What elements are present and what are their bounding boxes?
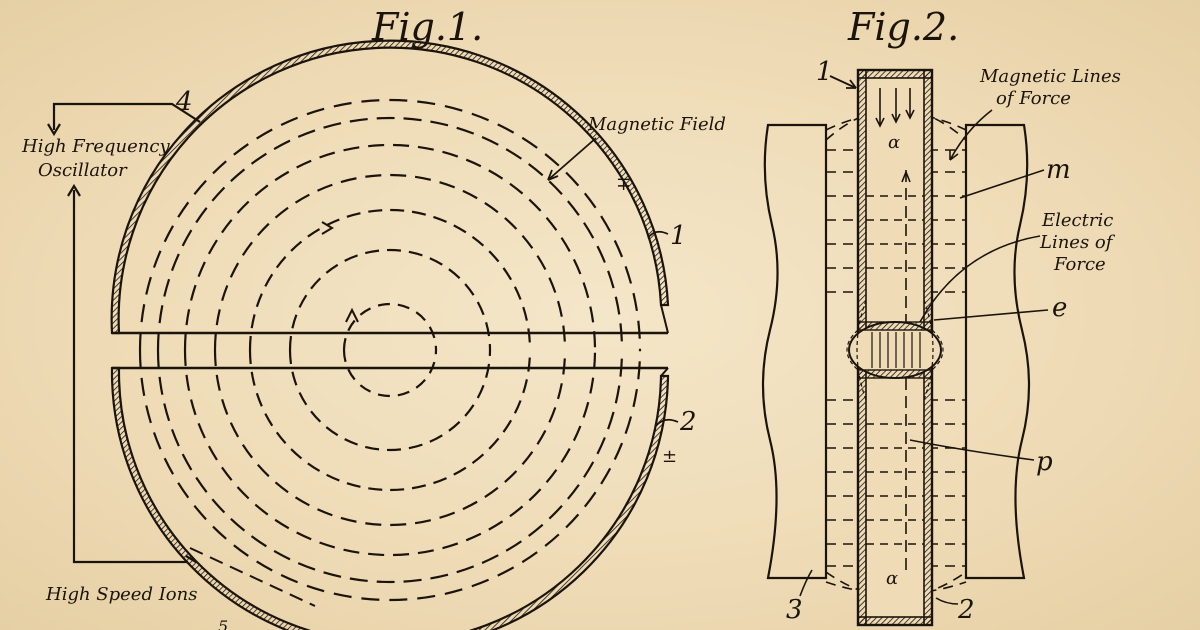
fig2-ref-3: 3 [786, 595, 803, 625]
ref-p-leader [909, 439, 1035, 461]
alpha-bottom: α [886, 568, 898, 589]
orbit-arrow-outer [321, 221, 334, 235]
ref-m-leader [959, 169, 1045, 199]
figure-1: Fig.1. [21, 5, 726, 630]
ref-4: 4 [175, 87, 193, 117]
fig2-ref-2-leader [935, 597, 959, 605]
ref-1: 1 [670, 221, 687, 251]
fig2-ref-1: 1 [816, 57, 833, 87]
magnetic-lines-label-line1: Magnetic Lines [979, 66, 1121, 87]
ref-e-leader [933, 309, 1049, 321]
oscillator-label-line2: Oscillator [38, 160, 128, 181]
dee-lower-cap [660, 367, 669, 377]
electric-lines-label-line2: Lines of [1039, 232, 1116, 253]
ref-2: 2 [679, 407, 697, 437]
polarity-upper: ∓ [616, 174, 631, 195]
chamber-field-lines [866, 195, 924, 545]
ref-p: p [1036, 447, 1053, 477]
oscillator-wiring [47, 102, 201, 564]
ions-label: High Speed Ions [45, 584, 197, 605]
gap-dee-lower-lip [857, 369, 933, 379]
magnetic-field-label: Magnetic Field [587, 114, 726, 135]
fig2-ref-1-arrowhead [846, 79, 857, 89]
fig2-title: Fig.2. [847, 5, 959, 49]
chamber-wall-bottom [857, 616, 933, 626]
ion-path [875, 88, 915, 570]
magnetic-lines-arrowhead [949, 150, 959, 161]
chamber-wall-top [857, 69, 933, 79]
figure-2: Fig.2. [761, 5, 1121, 627]
magnetic-field-arrowhead [547, 169, 559, 181]
ion-exit-path [189, 547, 316, 607]
electric-lines-of-force [846, 299, 944, 401]
ion-orbits [138, 98, 642, 602]
fig2-ref-2: 2 [957, 595, 975, 625]
oscillator-label-line1: High Frequency [21, 136, 170, 157]
orbit-arrow-inner [345, 307, 359, 323]
alpha-top: α [888, 132, 900, 153]
magnet-pole-left [761, 123, 828, 580]
ref-2-leader [655, 418, 679, 427]
electric-lines-label-line3: Force [1053, 254, 1106, 275]
ref-e: e [1052, 293, 1067, 323]
ref-5: 5 [218, 617, 228, 630]
gap-dee-upper-lip [857, 321, 933, 331]
electric-lines-leader [919, 235, 1041, 323]
fig2-ref-3-leader [799, 569, 813, 597]
ref-1-leader [647, 230, 669, 239]
magnet-pole-right [964, 123, 1031, 580]
fig2-ref-1-leader [829, 75, 857, 89]
magnetic-lines-leader [949, 109, 993, 161]
ref-m: m [1046, 155, 1071, 185]
polarity-lower: ± [662, 446, 677, 467]
magnetic-field-leader [547, 137, 597, 181]
dee-upper-cap [660, 304, 669, 334]
electric-lines-label-line1: Electric [1041, 210, 1113, 231]
magnetic-lines-label-line2: of Force [996, 88, 1071, 109]
